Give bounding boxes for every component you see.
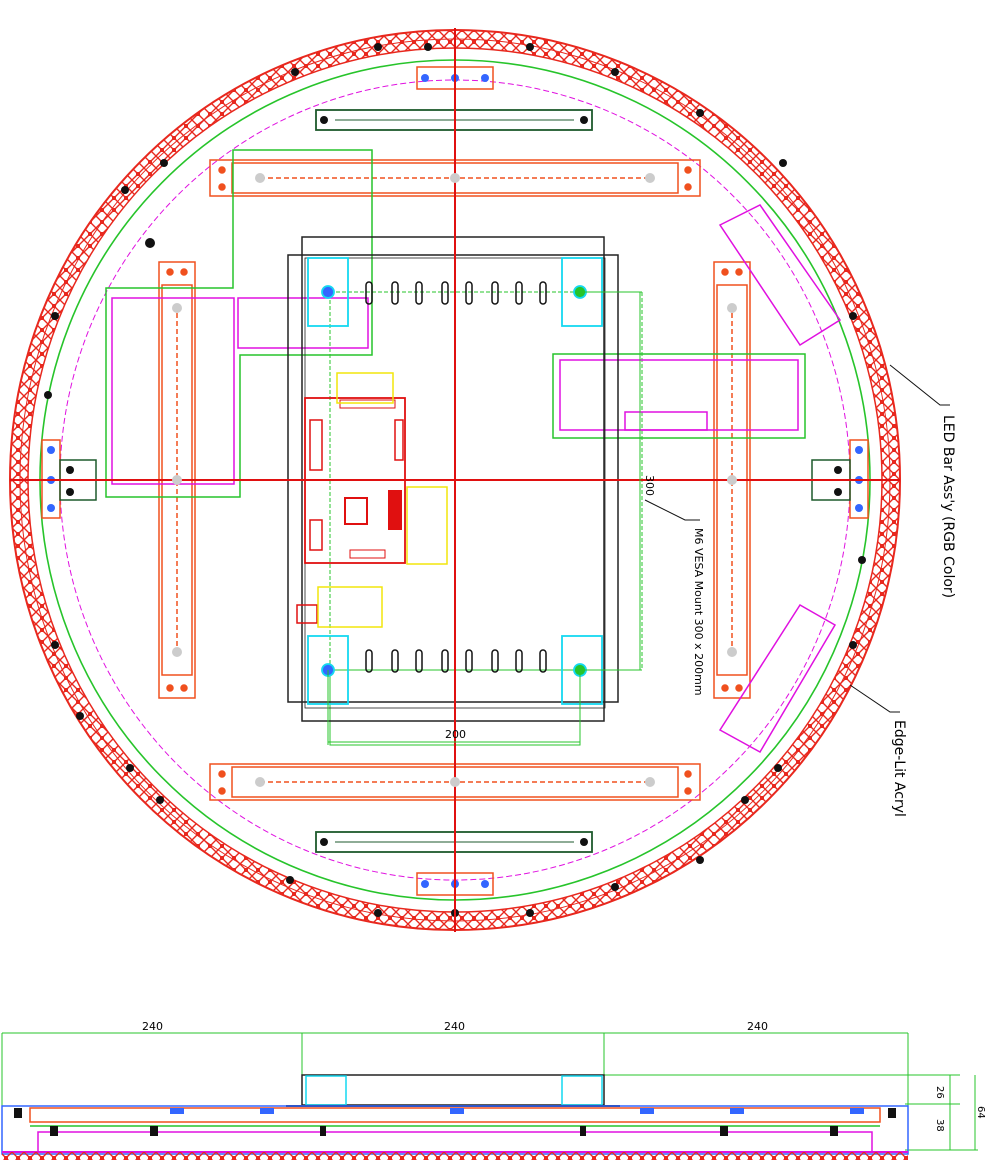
side-mount-left	[305, 1075, 347, 1106]
perimeter-screws	[44, 43, 866, 917]
side-acrylic	[37, 1131, 873, 1153]
vesa-callout: M6 VESA Mount 300 x 200mm	[692, 528, 705, 696]
side-dimension-lines	[1, 1032, 978, 1151]
vesa-dimension-lines	[327, 291, 642, 745]
side-dim-right: 240	[747, 1020, 768, 1033]
thickness-total: 64	[975, 1106, 986, 1119]
side-view: 240 240 240 26 38 64	[1, 1020, 986, 1160]
side-dim-center: 240	[444, 1020, 465, 1033]
vesa-height-label: 300	[643, 475, 656, 496]
led-bar-callout: LED Bar Ass'y (RGB Color)	[940, 415, 956, 598]
thickness-top: 26	[934, 1086, 945, 1099]
side-dim-left: 240	[142, 1020, 163, 1033]
side-monitor	[301, 1074, 605, 1106]
magenta-outlines	[111, 204, 842, 754]
screw-holes	[172, 173, 737, 787]
controller-board	[296, 397, 406, 624]
side-blue-pads	[170, 1108, 864, 1114]
side-fasteners	[14, 1108, 896, 1136]
thickness-bottom: 38	[934, 1119, 945, 1132]
vesa-width-label: 200	[445, 728, 466, 741]
side-mount-right	[561, 1075, 603, 1106]
callout-leaders	[644, 364, 950, 713]
vent-slots	[365, 281, 547, 673]
side-led-strip	[2, 1152, 908, 1160]
front-view: 300 200 LED Bar Ass'y (RGB Color) Edge-L…	[9, 28, 956, 932]
edge-lit-callout: Edge-Lit Acryl	[891, 720, 907, 817]
yellow-components	[317, 372, 448, 628]
